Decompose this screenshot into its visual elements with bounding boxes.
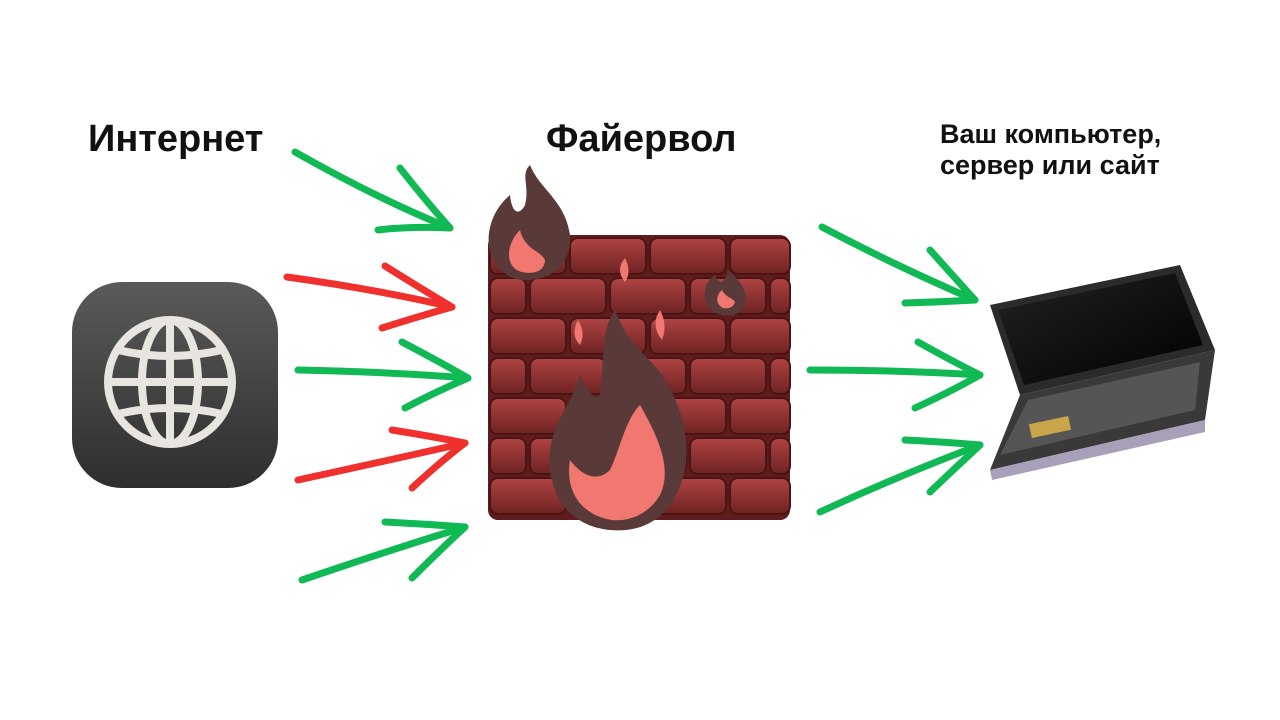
brick — [529, 277, 607, 315]
target-label: Ваш компьютер, сервер или сайт — [940, 119, 1161, 181]
brick — [649, 237, 727, 275]
brick — [729, 477, 791, 515]
firewall-icon — [488, 165, 791, 531]
brick — [729, 397, 791, 435]
brick — [689, 357, 767, 395]
target-label-line2: сервер или сайт — [940, 150, 1160, 180]
brick — [489, 277, 527, 315]
arrow-allowed-4 — [818, 223, 979, 307]
brick — [489, 317, 567, 355]
target-label-line1: Ваш компьютер, — [940, 119, 1162, 149]
arrow-allowed-3 — [298, 518, 469, 584]
brick — [769, 437, 791, 475]
brick — [569, 237, 647, 275]
arrow-allowed-5 — [806, 338, 984, 412]
brick — [489, 437, 527, 475]
brick — [689, 437, 767, 475]
arrow-allowed-2 — [294, 338, 472, 412]
brick — [529, 357, 607, 395]
firewall-label: Файервол — [546, 118, 737, 160]
globe-icon — [72, 282, 278, 488]
brick — [489, 397, 567, 435]
brick — [609, 277, 687, 315]
brick — [769, 277, 791, 315]
arrow-allowed-6 — [816, 436, 984, 516]
arrow-blocked-2 — [294, 426, 469, 492]
brick — [769, 357, 791, 395]
brick — [729, 237, 791, 275]
arrow-allowed-1 — [291, 148, 454, 234]
brick — [489, 357, 527, 395]
brick — [649, 317, 727, 355]
laptop-icon — [990, 265, 1215, 480]
arrow-blocked-1 — [283, 262, 456, 332]
brick — [729, 317, 791, 355]
internet-label: Интернет — [88, 118, 264, 160]
